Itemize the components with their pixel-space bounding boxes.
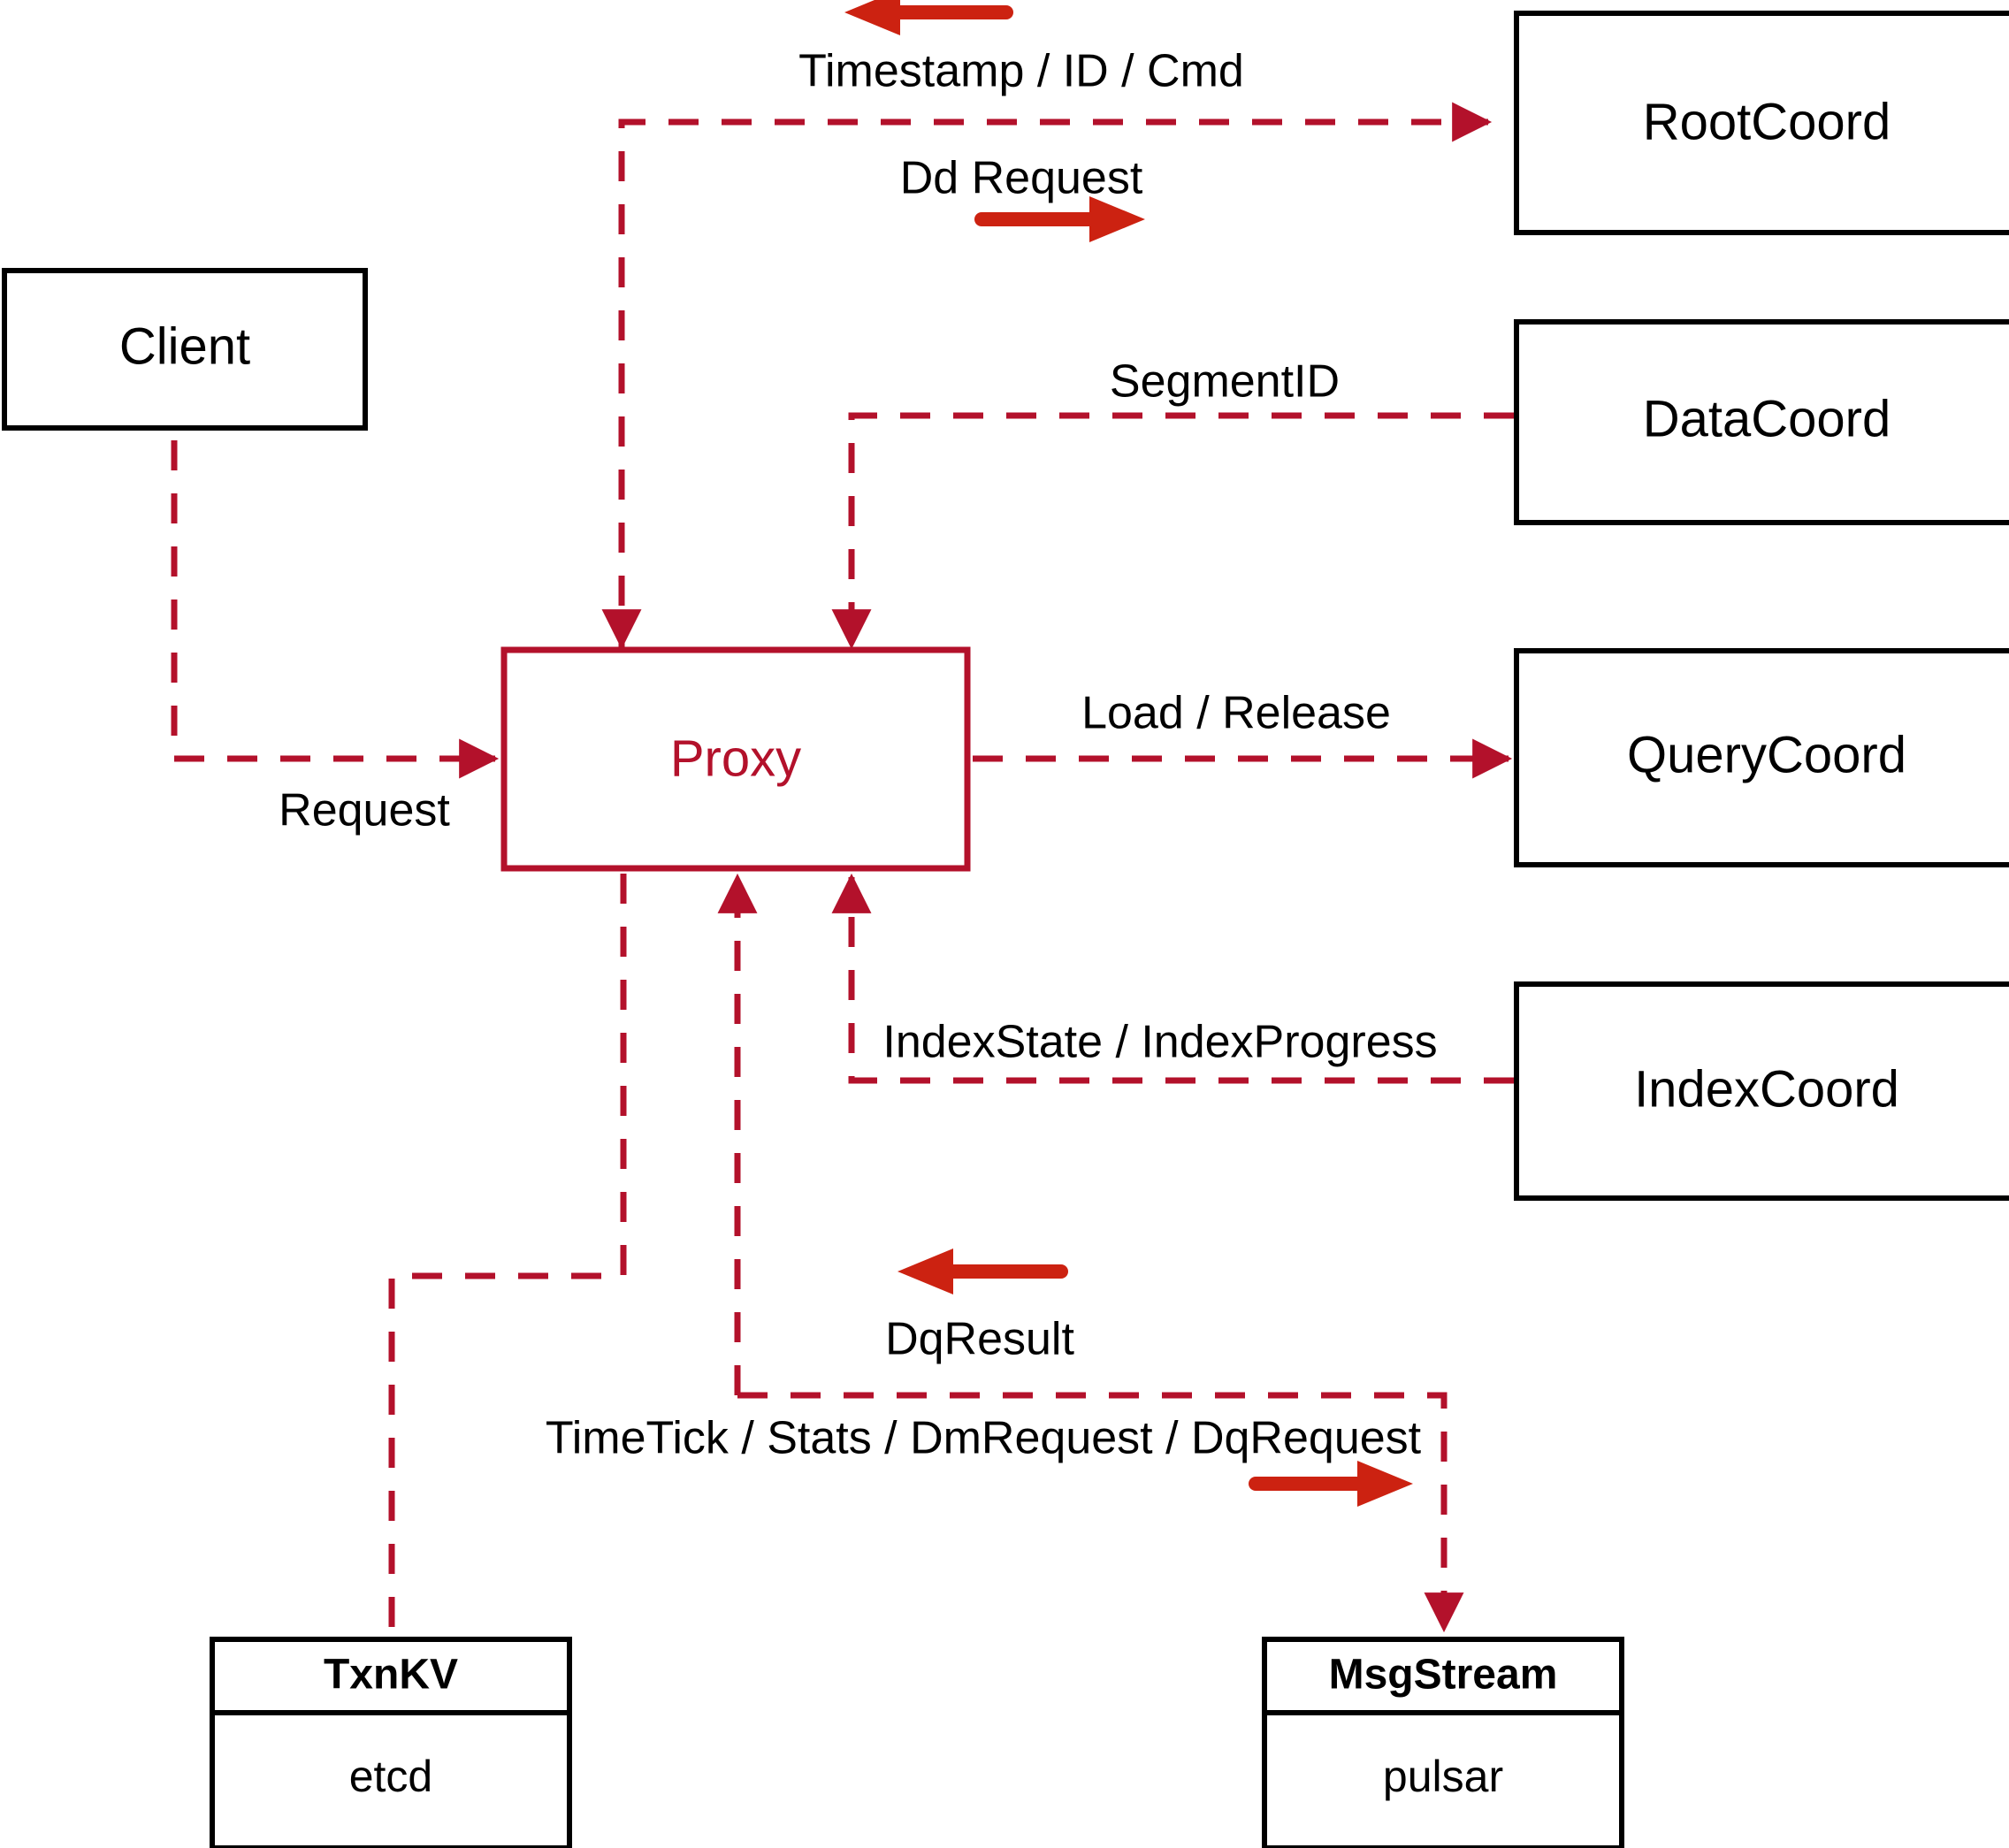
node-querycoord[interactable]: QueryCoord (1514, 648, 2009, 867)
node-proxy-label: Proxy (670, 729, 801, 787)
edge-label-dqresult: DqResult (885, 1314, 1074, 1365)
direction-arrow-left-dqresult (898, 1249, 1068, 1294)
node-proxy[interactable]: Proxy (500, 646, 971, 872)
edge-label-dd-request: Dd Request (900, 153, 1143, 204)
edge-proxy-to-rootcoord (618, 102, 1493, 659)
edge-label-request: Request (279, 785, 450, 836)
direction-arrow-right-dqrequest (1249, 1461, 1413, 1507)
direction-arrow-right-ddrequest (974, 196, 1145, 242)
node-datacoord-label: DataCoord (1643, 390, 1891, 447)
node-rootcoord[interactable]: RootCoord (1514, 11, 2009, 235)
node-txnkv-label: TxnKV (324, 1652, 458, 1699)
edge-indexcoord-to-proxy (831, 873, 1514, 1084)
node-querycoord-label: QueryCoord (1627, 726, 1906, 783)
direction-arrow-left-timestamp (844, 0, 1013, 35)
node-indexcoord[interactable]: IndexCoord (1514, 981, 2009, 1201)
node-rootcoord-label: RootCoord (1643, 93, 1891, 150)
edge-proxy-to-msgstream (737, 1392, 1464, 1633)
node-client[interactable]: Client (2, 268, 368, 431)
edge-label-load-release: Load / Release (1081, 688, 1391, 739)
edge-client-to-proxy (171, 387, 500, 779)
node-msgstream-sublabel: pulsar (1383, 1752, 1503, 1801)
node-datacoord[interactable]: DataCoord (1514, 319, 2009, 525)
node-msgstream[interactable]: MsgStream pulsar (1262, 1637, 1624, 1848)
node-client-label: Client (119, 317, 250, 375)
edge-label-indexstate-indexprogress: IndexState / IndexProgress (882, 1017, 1437, 1068)
edge-label-segmentid: SegmentID (1110, 356, 1340, 408)
node-msgstream-label: MsgStream (1329, 1652, 1558, 1699)
edge-label-timestamp-id-cmd: Timestamp / ID / Cmd (798, 46, 1244, 97)
node-indexcoord-label: IndexCoord (1634, 1060, 1899, 1118)
edge-label-timetick-stats-dmrequest-dqrequest: TimeTick / Stats / DmRequest / DqRequest (546, 1413, 1422, 1464)
edge-datacoord-to-proxy (831, 412, 1514, 650)
node-txnkv[interactable]: TxnKV etcd (210, 1637, 572, 1848)
edge-proxy-to-txnkv (388, 874, 627, 1639)
node-txnkv-sublabel: etcd (349, 1752, 433, 1801)
